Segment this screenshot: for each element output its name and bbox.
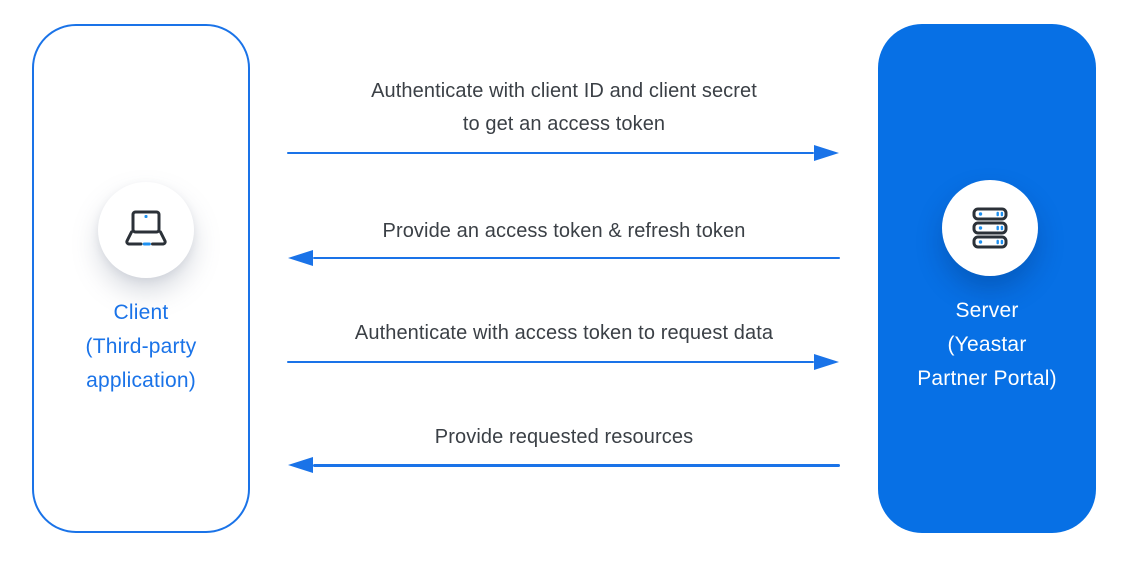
message-3-label: Authenticate with access token to reques… (250, 317, 878, 350)
message-1-label: Authenticate with client ID and client s… (250, 75, 878, 141)
message-1-line2: to get an access token (462, 113, 666, 135)
server-icon (972, 207, 1008, 249)
client-card: Client (Third-party application) (32, 24, 250, 533)
server-subtitle-line1: (Yeastar (947, 333, 1027, 356)
message-3-line1: Authenticate with access token to reques… (354, 322, 774, 344)
message-2-label: Provide an access token & refresh token (250, 215, 878, 248)
message-4-label: Provide requested resources (250, 421, 878, 454)
laptop-icon (125, 210, 167, 246)
arrow-client-to-server-1 (287, 151, 814, 154)
server-card: Server (Yeastar Partner Portal) (878, 24, 1096, 533)
arrow-server-to-client-2 (313, 464, 840, 467)
server-subtitle-line2: Partner Portal) (917, 367, 1057, 390)
message-2-line1: Provide an access token & refresh token (382, 220, 746, 242)
client-title: Client (113, 301, 169, 324)
arrow-server-to-client-1 (313, 256, 840, 259)
server-icon-circle (942, 180, 1038, 276)
message-1-line1: Authenticate with client ID and client s… (371, 80, 757, 102)
client-label: Client (Third-party application) (34, 296, 248, 398)
arrow-client-to-server-2 (287, 360, 814, 363)
client-icon-circle (98, 182, 194, 278)
message-4-line1: Provide requested resources (434, 426, 694, 448)
client-subtitle-line2: application) (86, 369, 196, 392)
server-title: Server (955, 299, 1019, 322)
server-label: Server (Yeastar Partner Portal) (878, 294, 1096, 396)
message-lane: Authenticate with client ID and client s… (250, 0, 878, 564)
client-subtitle-line1: (Third-party (85, 335, 197, 358)
